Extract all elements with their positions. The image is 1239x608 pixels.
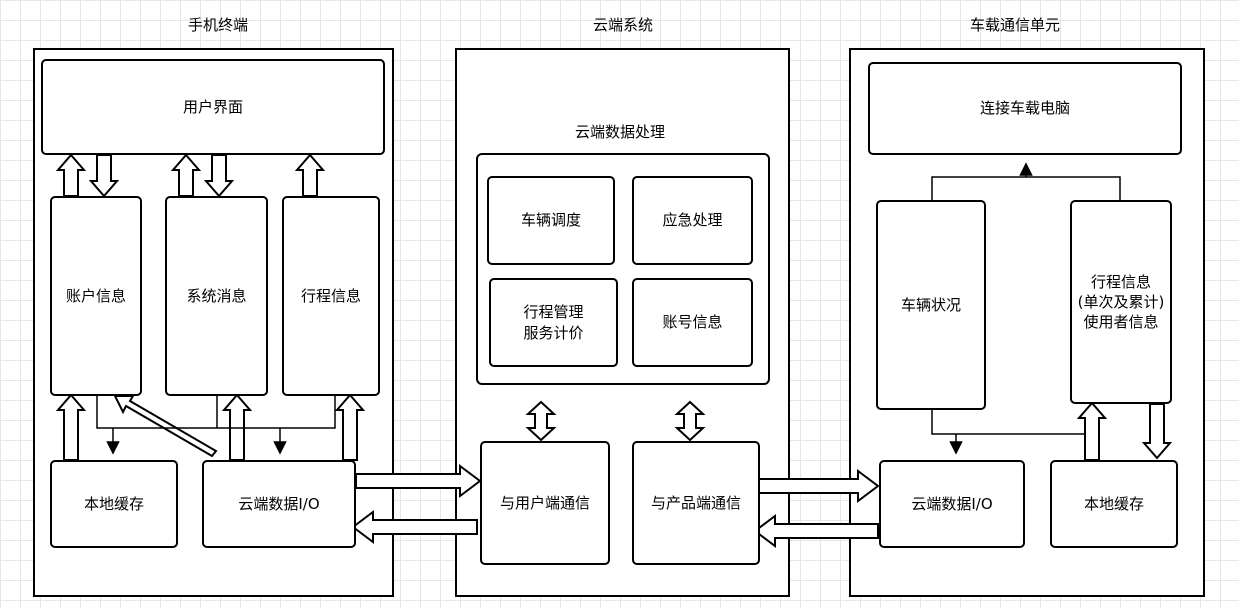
system-message-box: 系统消息 [165,196,268,396]
hollow-arrow-product-comm-to-vehicle-io [755,469,880,503]
vehicle-status-box: 车辆状况 [876,200,986,410]
line-status-to-vehicle-io [931,410,956,435]
column-title-cloud: 云端系统 [592,16,653,34]
phone-cloud-io-box: 云端数据I/O [202,460,356,548]
phone-local-cache-box: 本地缓存 [50,460,178,548]
user-interface-box: 用户界面 [41,59,385,155]
hollow-arrow-account-to-ui [55,153,87,197]
hollow-arrow-ui-to-account [88,154,120,198]
account-number-box: 账号信息 [632,278,753,367]
vehicle-trip-info-box: 行程信息 (单次及累计) 使用者信息 [1070,200,1172,404]
column-title-vehicle: 车载通信单元 [969,16,1060,34]
hollow-arrow-io-to-trip [334,393,366,461]
line-status-trip-to-pc [931,176,1121,200]
hollow-arrow-io-to-vehicle-trip [1076,401,1108,461]
cloud-processing-label: 云端数据处理 [574,123,665,141]
trip-management-billing-box: 行程管理 服务计价 [489,278,618,367]
hollow-arrow-system-to-ui [170,153,202,197]
hollow-arrow-cache-to-account [55,393,87,461]
hollow-arrow-trip-to-ui [294,153,326,197]
hollow-arrow-ui-to-system [203,154,235,198]
hollow-arrow-vehicle-trip-to-cache [1141,403,1173,460]
hollow-arrow-phone-io-to-user-comm [355,464,482,498]
vehicle-cloud-io-box: 云端数据I/O [879,460,1025,548]
hollow-arrow-io-to-account-diagonal [113,395,218,458]
connect-vehicle-computer-box: 连接车载电脑 [868,62,1182,155]
bidir-arrow-processing-product-comm [674,400,706,442]
account-info-box: 账户信息 [50,196,142,396]
user-communication-box: 与用户端通信 [480,441,610,565]
hollow-arrow-user-comm-to-phone-io [351,510,478,544]
vehicle-dispatch-box: 车辆调度 [487,176,615,265]
phone-trip-info-box: 行程信息 [282,196,380,396]
hollow-arrow-vehicle-io-to-product-comm [753,514,879,548]
line-account-down [96,395,336,429]
bidir-arrow-processing-user-comm [525,400,557,442]
product-communication-box: 与产品端通信 [632,441,760,565]
emergency-handling-box: 应急处理 [632,176,753,265]
vehicle-local-cache-box: 本地缓存 [1050,460,1178,548]
column-title-phone: 手机终端 [187,16,248,34]
